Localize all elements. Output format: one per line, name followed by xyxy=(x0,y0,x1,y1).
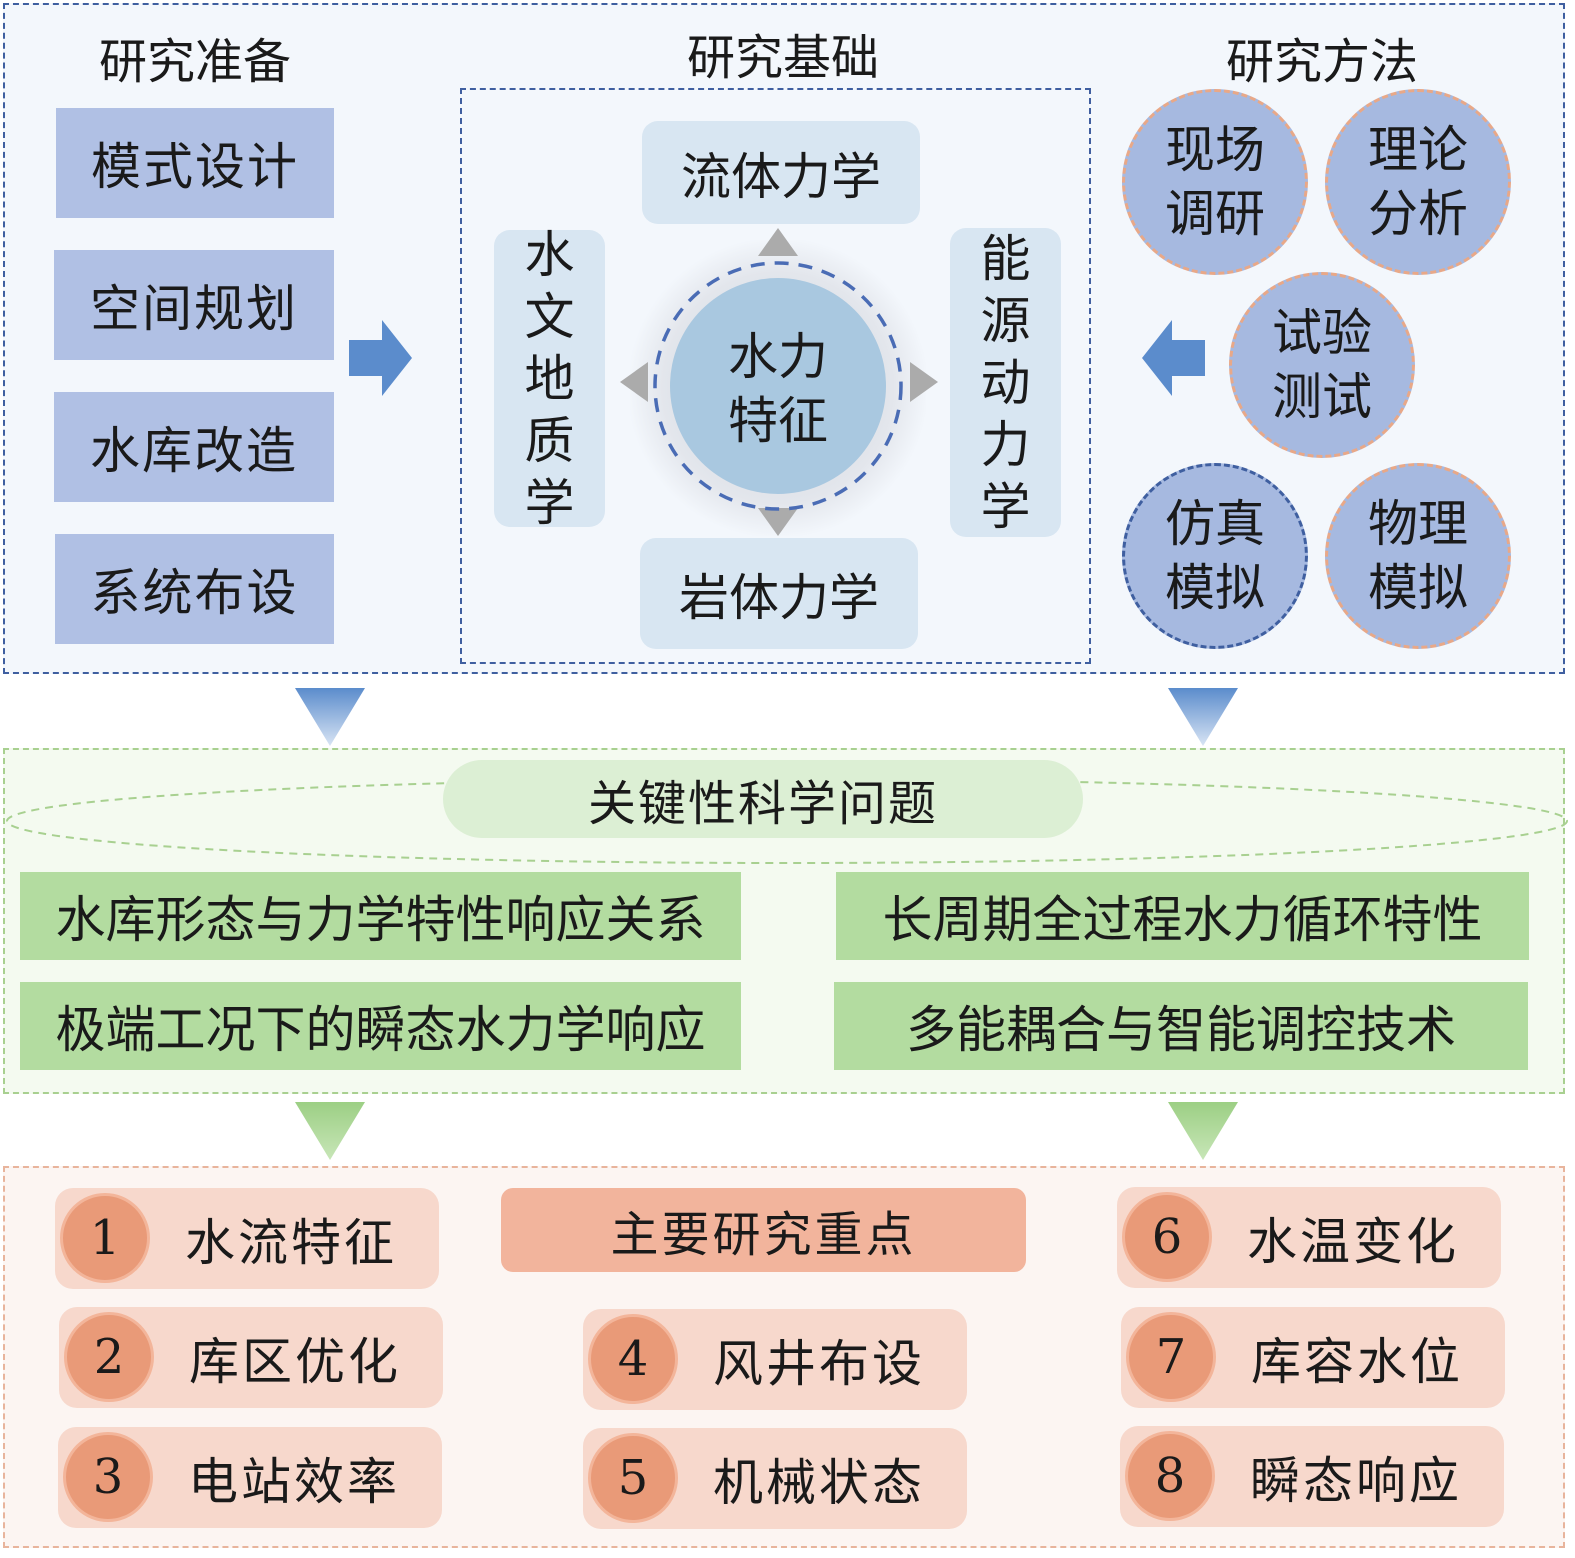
methods-title: 研究方法 xyxy=(1225,34,1418,90)
focus-item: 2 库区优化 xyxy=(59,1307,443,1408)
line: 调研 xyxy=(1165,185,1265,243)
prep-item: 空间规划 xyxy=(54,250,334,360)
char: 力 xyxy=(980,415,1031,474)
char: 地 xyxy=(524,349,575,408)
method-circle: 物理模拟 xyxy=(1325,463,1511,649)
arrow-down-icon xyxy=(1168,1102,1238,1160)
focus-item: 6 水温变化 xyxy=(1117,1187,1501,1288)
hydraulic-characteristics: 水力特征 xyxy=(690,325,866,453)
prep-title: 研究准备 xyxy=(98,34,291,90)
prep-item: 系统布设 xyxy=(55,534,334,644)
arrow-left-icon xyxy=(620,362,648,402)
method-circle: 现场调研 xyxy=(1122,89,1308,275)
arrow-up-icon xyxy=(758,228,798,256)
center-line: 特征 xyxy=(728,392,828,450)
number-badge: 1 xyxy=(60,1193,150,1283)
focus-label: 电站效率 xyxy=(188,1452,400,1511)
line: 测试 xyxy=(1272,368,1372,426)
char: 水 xyxy=(524,225,575,284)
basis-frame xyxy=(460,88,1091,664)
center-circle xyxy=(670,278,886,494)
line: 现场 xyxy=(1165,121,1265,179)
center-line: 水力 xyxy=(728,328,828,386)
line: 仿真 xyxy=(1165,495,1265,553)
char: 学 xyxy=(524,473,575,532)
arrow-down-icon xyxy=(1168,688,1238,746)
number-badge: 3 xyxy=(63,1432,153,1522)
prep-item: 水库改造 xyxy=(54,392,334,502)
number-badge: 8 xyxy=(1125,1431,1215,1521)
number-badge: 6 xyxy=(1122,1192,1212,1282)
focus-item: 7 库容水位 xyxy=(1121,1307,1505,1408)
char: 动 xyxy=(980,353,1031,412)
focus-label: 库容水位 xyxy=(1251,1332,1463,1391)
question-box: 水库形态与力学特性响应关系 xyxy=(20,872,741,960)
focus-item: 4 风井布设 xyxy=(583,1309,967,1410)
question-box: 长周期全过程水力循环特性 xyxy=(836,872,1529,960)
number-badge: 5 xyxy=(588,1433,678,1523)
focus-label: 水温变化 xyxy=(1247,1212,1459,1271)
number-badge: 4 xyxy=(588,1314,678,1404)
dashed-ring xyxy=(653,261,903,511)
energy-dynamics-box: 能源动力学 xyxy=(950,228,1061,537)
focus-item: 8 瞬态响应 xyxy=(1120,1426,1504,1527)
key-questions-title: 关键性科学问题 xyxy=(443,760,1083,838)
arrow-down-icon xyxy=(758,508,798,536)
focus-label: 水流特征 xyxy=(185,1213,397,1272)
focus-item: 5 机械状态 xyxy=(583,1428,967,1529)
hydrogeology-box: 水文地质学 xyxy=(494,226,605,532)
arrow-right-icon xyxy=(349,320,412,396)
number-badge: 7 xyxy=(1126,1312,1216,1402)
rock-mechanics-box: 岩体力学 xyxy=(640,538,918,649)
char: 学 xyxy=(980,477,1031,536)
fluid-mechanics-box: 流体力学 xyxy=(642,121,920,224)
arrow-down-icon xyxy=(295,1102,365,1160)
basis-title: 研究基础 xyxy=(686,30,879,86)
line: 试验 xyxy=(1272,304,1372,362)
number-badge: 2 xyxy=(64,1312,154,1402)
method-circle: 仿真模拟 xyxy=(1122,463,1308,649)
center-arrows xyxy=(620,228,938,536)
prep-item: 模式设计 xyxy=(56,108,334,218)
arrow-left-icon xyxy=(1142,320,1205,396)
line: 物理 xyxy=(1368,495,1468,553)
line: 模拟 xyxy=(1165,559,1265,617)
method-circle: 试验测试 xyxy=(1229,272,1415,458)
focus-label: 机械状态 xyxy=(713,1453,925,1512)
line: 理论 xyxy=(1368,121,1468,179)
char: 源 xyxy=(980,291,1031,350)
char: 质 xyxy=(524,411,575,470)
arrow-right-icon xyxy=(910,362,938,402)
focus-label: 库区优化 xyxy=(189,1332,401,1391)
line: 分析 xyxy=(1368,185,1468,243)
focus-item: 1 水流特征 xyxy=(55,1188,439,1289)
research-focus-title: 主要研究重点 xyxy=(501,1188,1026,1272)
method-circle: 理论分析 xyxy=(1325,89,1511,275)
char: 文 xyxy=(524,287,575,346)
char: 能 xyxy=(980,229,1031,288)
focus-label: 风井布设 xyxy=(713,1334,925,1393)
arrow-down-icon xyxy=(295,688,365,746)
focus-label: 瞬态响应 xyxy=(1250,1451,1462,1510)
line: 模拟 xyxy=(1368,559,1468,617)
question-box: 极端工况下的瞬态水力学响应 xyxy=(20,982,741,1070)
focus-item: 3 电站效率 xyxy=(58,1427,442,1528)
question-box: 多能耦合与智能调控技术 xyxy=(834,982,1528,1070)
